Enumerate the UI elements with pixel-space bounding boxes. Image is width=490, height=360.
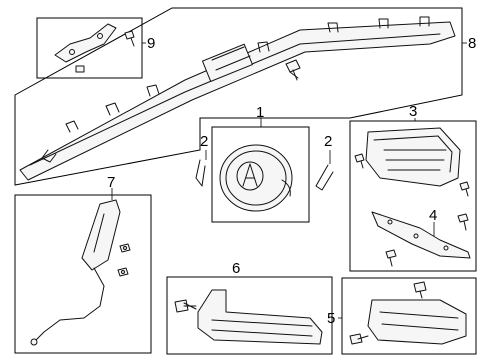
passenger-airbag-bolt-left <box>354 153 365 169</box>
curtain-mounting-tabs <box>41 16 430 163</box>
callout-2-left: 2 <box>200 133 208 150</box>
group-2-clips: 2 2 <box>195 133 334 191</box>
callout-4: 4 <box>429 207 437 224</box>
group-6-frame <box>166 276 333 355</box>
airbag-harness <box>35 267 105 341</box>
module-6-bolt <box>174 299 197 313</box>
bracket-4-nut <box>385 249 397 267</box>
sensor-bolt-upper <box>413 281 427 299</box>
callout-7: 7 <box>107 174 115 191</box>
sensor-bolt-lower <box>349 333 369 345</box>
passenger-airbag-bolt-right <box>459 181 470 197</box>
callout-3: 3 <box>409 103 417 120</box>
driver-airbag-module <box>219 144 293 212</box>
passenger-airbag-module <box>365 127 461 187</box>
clip-2-left <box>195 159 206 187</box>
callout-5: 5 <box>327 310 335 327</box>
curtain-inflator <box>201 43 253 82</box>
group-8-frame <box>14 7 463 186</box>
group-9-frame <box>36 17 143 79</box>
side-airbag-module <box>81 199 121 271</box>
group-5-frame <box>341 277 477 355</box>
side-airbag-nut-lower <box>117 267 129 277</box>
group-3-frame <box>349 120 477 272</box>
airbag-bracket-4 <box>371 211 471 259</box>
group-7-side-airbag: 7 <box>14 174 152 354</box>
callout-6: 6 <box>232 260 240 277</box>
group-3-passenger-airbag: 4 3 <box>349 103 477 272</box>
callout-9: 9 <box>147 35 155 52</box>
group-1-driver-airbag: 1 <box>211 104 310 223</box>
side-airbag-nut-upper <box>119 243 131 253</box>
bracket-4-bolt <box>457 213 469 231</box>
group-5-sensor: 5 <box>327 277 477 355</box>
group-6-module: 6 <box>166 260 333 355</box>
group-9-bracket: 9 <box>36 17 155 79</box>
group-8-curtain-airbag: 8 <box>14 7 476 186</box>
bracket-9-bolt <box>124 30 135 47</box>
group-7-frame <box>14 194 152 354</box>
group-1-frame <box>211 126 310 223</box>
module-6-housing <box>197 289 323 345</box>
bracket-9-clip <box>75 65 85 73</box>
callout-1: 1 <box>256 104 264 121</box>
clip-2-right <box>315 164 334 191</box>
callout-2-right: 2 <box>324 133 332 150</box>
curtain-bolt <box>285 59 301 81</box>
sensor-module-5 <box>367 299 467 345</box>
callout-8: 8 <box>468 35 476 52</box>
acura-logo-icon <box>242 163 258 187</box>
